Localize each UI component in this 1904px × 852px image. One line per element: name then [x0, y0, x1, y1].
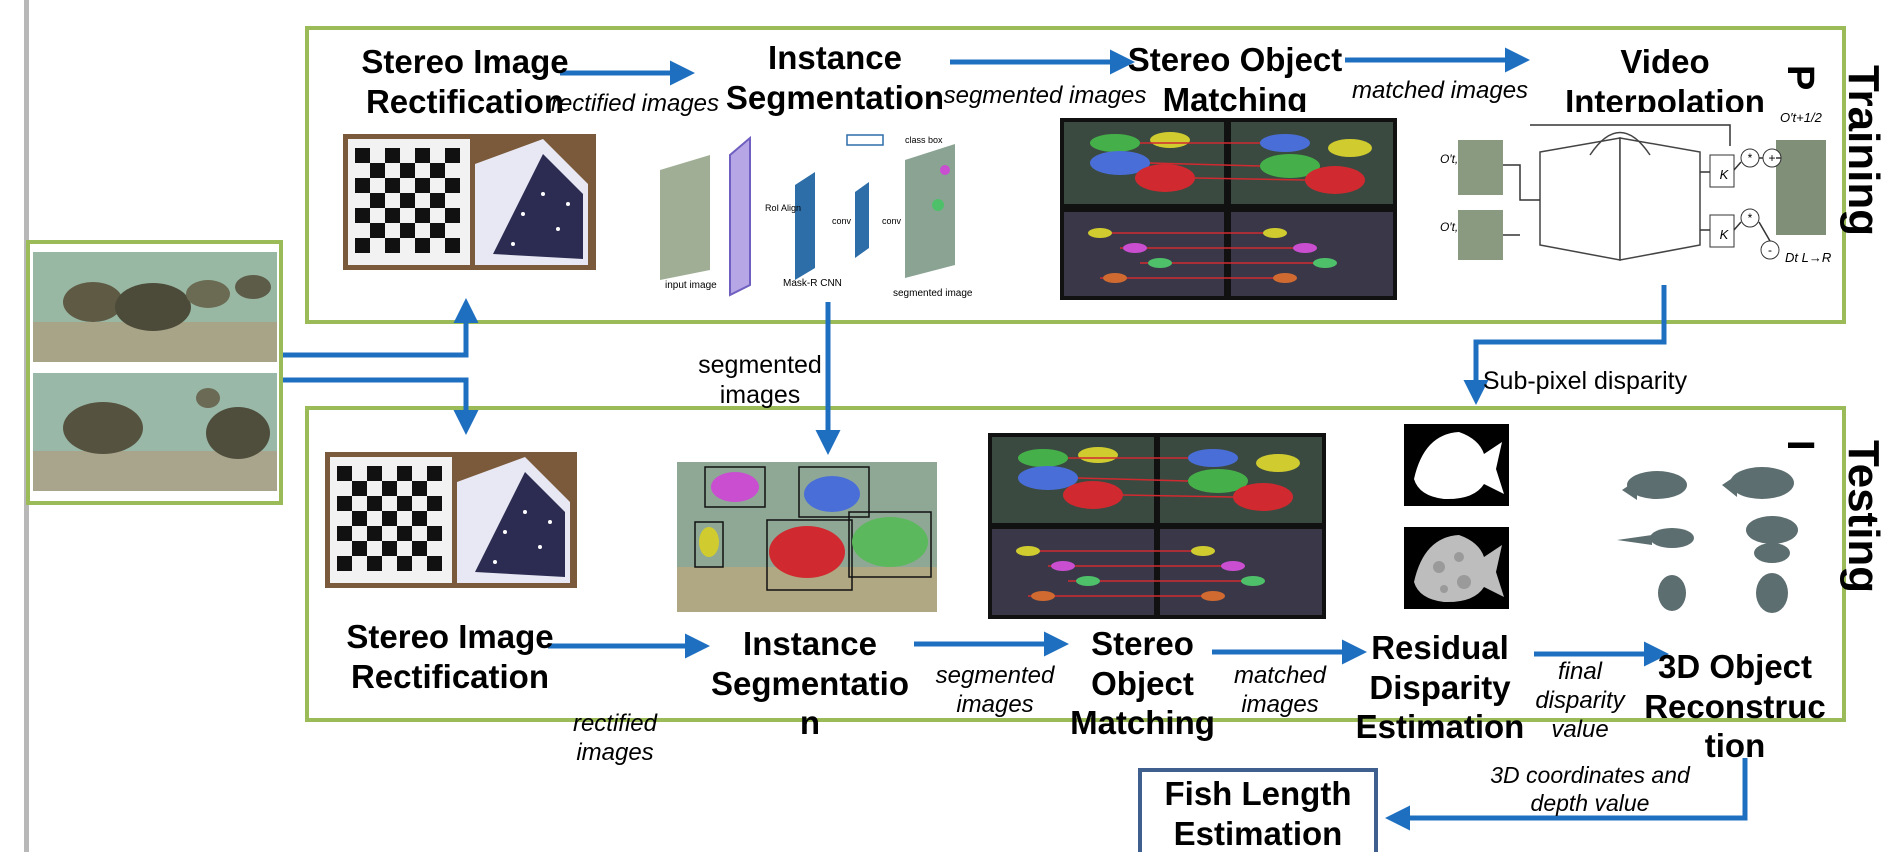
mask-rcnn-diagram: input image Mask-R CNN segmented image R… — [655, 130, 975, 300]
input-right-image — [33, 373, 277, 491]
testing-arrow-5-label: 3D coordinates and depth value — [1490, 762, 1690, 816]
disparity-mask-image — [1404, 424, 1509, 506]
subpixel-disparity-label: Sub-pixel disparity — [1482, 367, 1688, 395]
mask-rcnn-conv-label-2: conv — [882, 216, 902, 226]
testing-stage-rectification: Stereo Image Rectification — [346, 618, 554, 695]
fish-length-title: Fish Length Estimation — [1164, 775, 1352, 852]
training-arrow-2-label: segmented images — [943, 82, 1147, 109]
testing-arrow-4-label: final disparity value — [1535, 658, 1625, 743]
testing-arrow-2-label: segmented images — [935, 662, 1055, 718]
mask-rcnn-input-label: input image — [665, 280, 717, 291]
input-stereo-panel — [26, 240, 283, 505]
mask-rcnn-roi-label: RoI Align — [765, 203, 802, 213]
video-interpolation-diagram: K K * + * - O′t+1/2 O′t,L O′t,R Dt L→R — [1440, 110, 1845, 290]
training-stage-matching: Stereo Object Matching — [1127, 41, 1343, 112]
segmented-images-label: segmented images — [698, 351, 822, 409]
testing-arrow-1-label: rectified images — [572, 710, 658, 766]
training-arrow-1-label: rectified images — [550, 90, 720, 117]
interp-output-label: O′t+1/2 — [1780, 110, 1822, 125]
testing-stage-reconstruction: 3D Object Reconstruc tion — [1644, 648, 1826, 765]
mask-rcnn-output-label: segmented image — [893, 288, 973, 299]
interp-disparity-label: Dt L→R — [1785, 250, 1832, 265]
training-cut-label: P — [1783, 65, 1821, 91]
interp-input-right-label: O′t,R — [1440, 220, 1458, 234]
svg-text:K: K — [1720, 227, 1730, 242]
training-checkerboard-image — [343, 134, 596, 270]
mask-rcnn-network-label: Mask-R CNN — [783, 278, 842, 289]
svg-text:K: K — [1720, 167, 1730, 182]
testing-panel — [305, 406, 1846, 722]
mask-rcnn-classbox-label: class box — [905, 135, 943, 145]
testing-arrow-3-label: matched images — [1233, 662, 1327, 718]
residual-disparity-image — [1404, 527, 1509, 609]
training-side-label: Training — [1839, 65, 1888, 237]
training-stage-segmentation: Instance Segmentation — [725, 39, 945, 116]
testing-checkerboard-image — [325, 452, 577, 588]
svg-text:-: - — [1768, 243, 1772, 257]
svg-text:*: * — [1748, 151, 1753, 165]
testing-segmentation-image — [677, 462, 937, 612]
testing-cut-label: I — [1783, 440, 1821, 451]
training-stage-interpolation: Video Interpolation — [1565, 43, 1765, 112]
testing-stage-segmentation: Instance Segmentatio n — [710, 625, 910, 742]
interp-input-left-label: O′t,L — [1440, 152, 1458, 166]
training-arrow-3-label: matched images — [1351, 77, 1529, 104]
testing-stage-matching: Stereo Object Matching — [1070, 625, 1215, 742]
svg-text:*: * — [1748, 211, 1753, 225]
training-stage-rectification: Stereo Image Rectification — [361, 43, 569, 120]
input-left-image — [33, 252, 277, 362]
testing-matching-image — [988, 433, 1326, 619]
mask-rcnn-conv-label: conv — [832, 216, 852, 226]
training-matching-image — [1060, 118, 1397, 300]
svg-text:+: + — [1768, 151, 1775, 165]
fish-length-box: Fish Length Estimation — [1138, 768, 1378, 852]
testing-side-label: Testing — [1839, 440, 1888, 594]
testing-stage-residual: Residual Disparity Estimation — [1355, 629, 1525, 746]
training-panel — [305, 26, 1846, 324]
reconstruction-point-clouds — [1612, 455, 1812, 615]
